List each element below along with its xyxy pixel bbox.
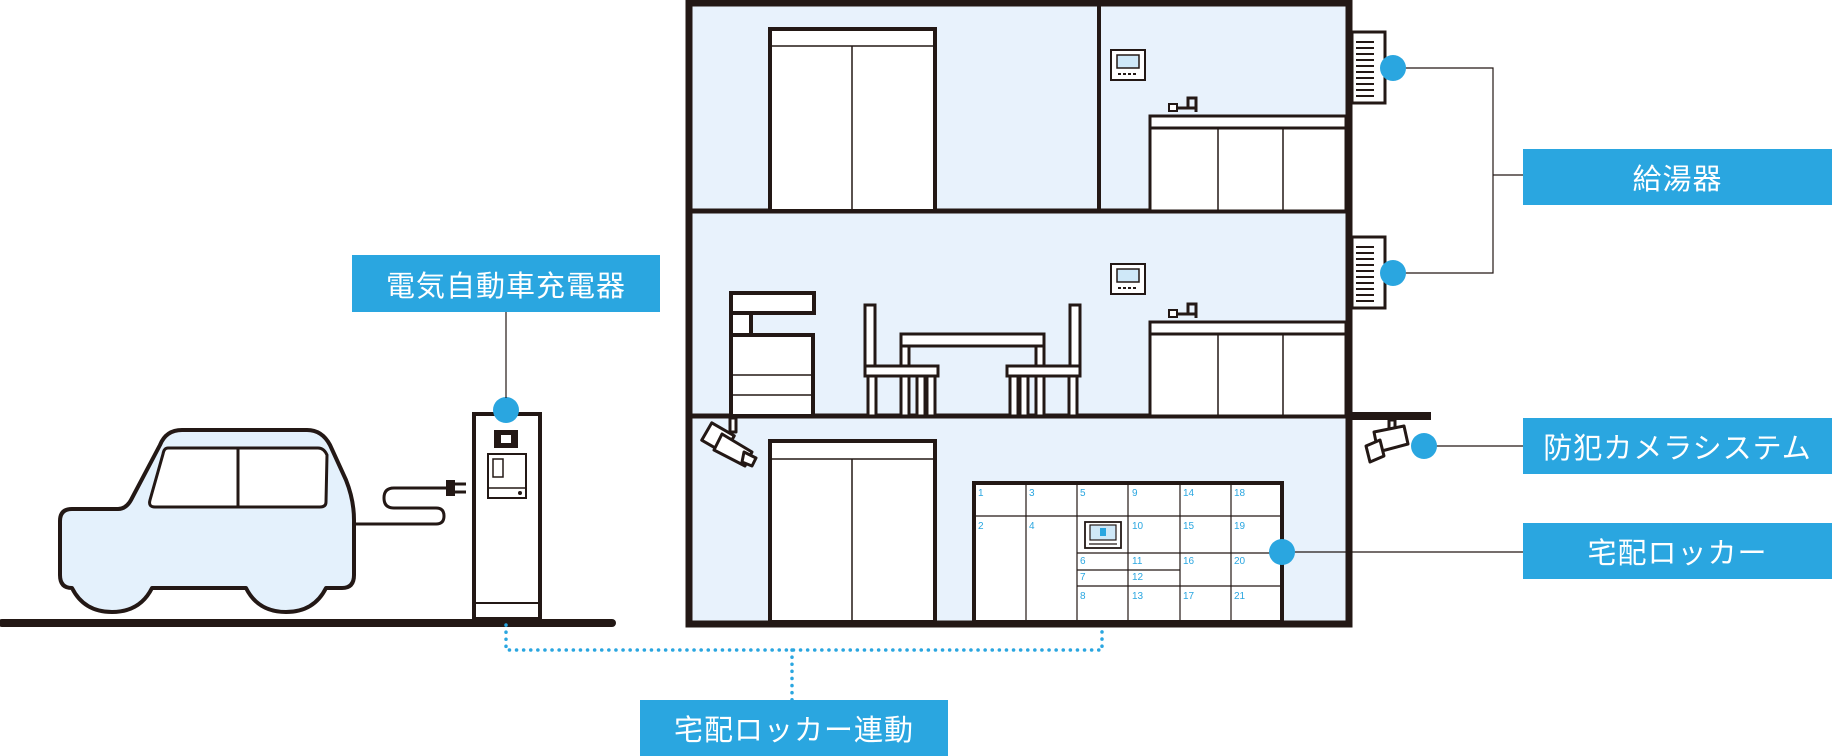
water-heater-lower-dot (1380, 260, 1406, 286)
water-heater-lower (1350, 235, 1387, 310)
ev-charger-label: 電気自動車充電器 (352, 255, 660, 312)
delivery-locker-callout (1269, 539, 1523, 565)
locker-number-13: 13 (1132, 591, 1144, 602)
charging-cable (354, 486, 446, 526)
security-camera-label: 防犯カメラシステム (1523, 418, 1832, 474)
storage-cabinet (729, 291, 816, 418)
intercom-monitor-top (1110, 49, 1146, 81)
water-heater-callout (1380, 55, 1523, 286)
security-camera-callout (1411, 433, 1523, 459)
ev-charger-slot (492, 458, 504, 478)
balcony-slab (1349, 412, 1431, 420)
intercom-monitor-middle (1110, 263, 1146, 295)
locker-number-12: 12 (1132, 572, 1144, 583)
locker-number-9: 9 (1132, 488, 1138, 499)
delivery-locker: 1 3 5 9 14 18 2 4 10 15 19 6 11 16 20 7 … (972, 481, 1284, 624)
closet-top (768, 27, 937, 213)
locker-number-10: 10 (1132, 521, 1144, 532)
ev-charger (472, 312, 542, 621)
ev-charger-callout-dot (493, 397, 519, 423)
locker-number-20: 20 (1234, 556, 1246, 567)
water-heater-upper-dot (1380, 55, 1406, 81)
kitchen-counter-middle (1148, 302, 1348, 418)
security-camera-indoor (700, 416, 758, 468)
locker-number-15: 15 (1183, 521, 1195, 532)
ev-charger-button (518, 491, 522, 495)
locker-number-16: 16 (1183, 556, 1195, 567)
locker-number-2: 2 (978, 521, 984, 532)
locker-number-5: 5 (1080, 488, 1086, 499)
locker-number-18: 18 (1234, 488, 1246, 499)
ev-charger-panel (487, 453, 527, 499)
locker-terminal (1084, 521, 1122, 549)
kitchen-counter-top (1148, 96, 1348, 213)
ev-charger-display-inner (501, 435, 511, 443)
locker-number-19: 19 (1234, 521, 1246, 532)
car (58, 428, 466, 614)
locker-number-4: 4 (1029, 521, 1035, 532)
building: 1 3 5 9 14 18 2 4 10 15 19 6 11 16 20 7 … (685, 0, 1431, 628)
charging-plug (446, 480, 455, 496)
security-camera-dot (1411, 433, 1437, 459)
locker-number-14: 14 (1183, 488, 1195, 499)
locker-number-21: 21 (1234, 591, 1246, 602)
delivery-locker-dot (1269, 539, 1295, 565)
locker-number-17: 17 (1183, 591, 1195, 602)
locker-link-label: 宅配ロッカー連動 (640, 700, 948, 756)
security-camera-outdoor (1364, 418, 1410, 464)
water-heater-label: 給湯器 (1523, 149, 1832, 205)
locker-number-11: 11 (1132, 556, 1143, 567)
locker-number-8: 8 (1080, 591, 1086, 602)
locker-link-connector (504, 623, 1104, 702)
dining-set (863, 303, 1082, 418)
locker-number-7: 7 (1080, 572, 1086, 583)
delivery-locker-label: 宅配ロッカー (1523, 523, 1832, 579)
closet-bottom (768, 439, 937, 624)
locker-number-1: 1 (978, 488, 984, 499)
locker-number-3: 3 (1029, 488, 1035, 499)
locker-number-6: 6 (1080, 556, 1086, 567)
